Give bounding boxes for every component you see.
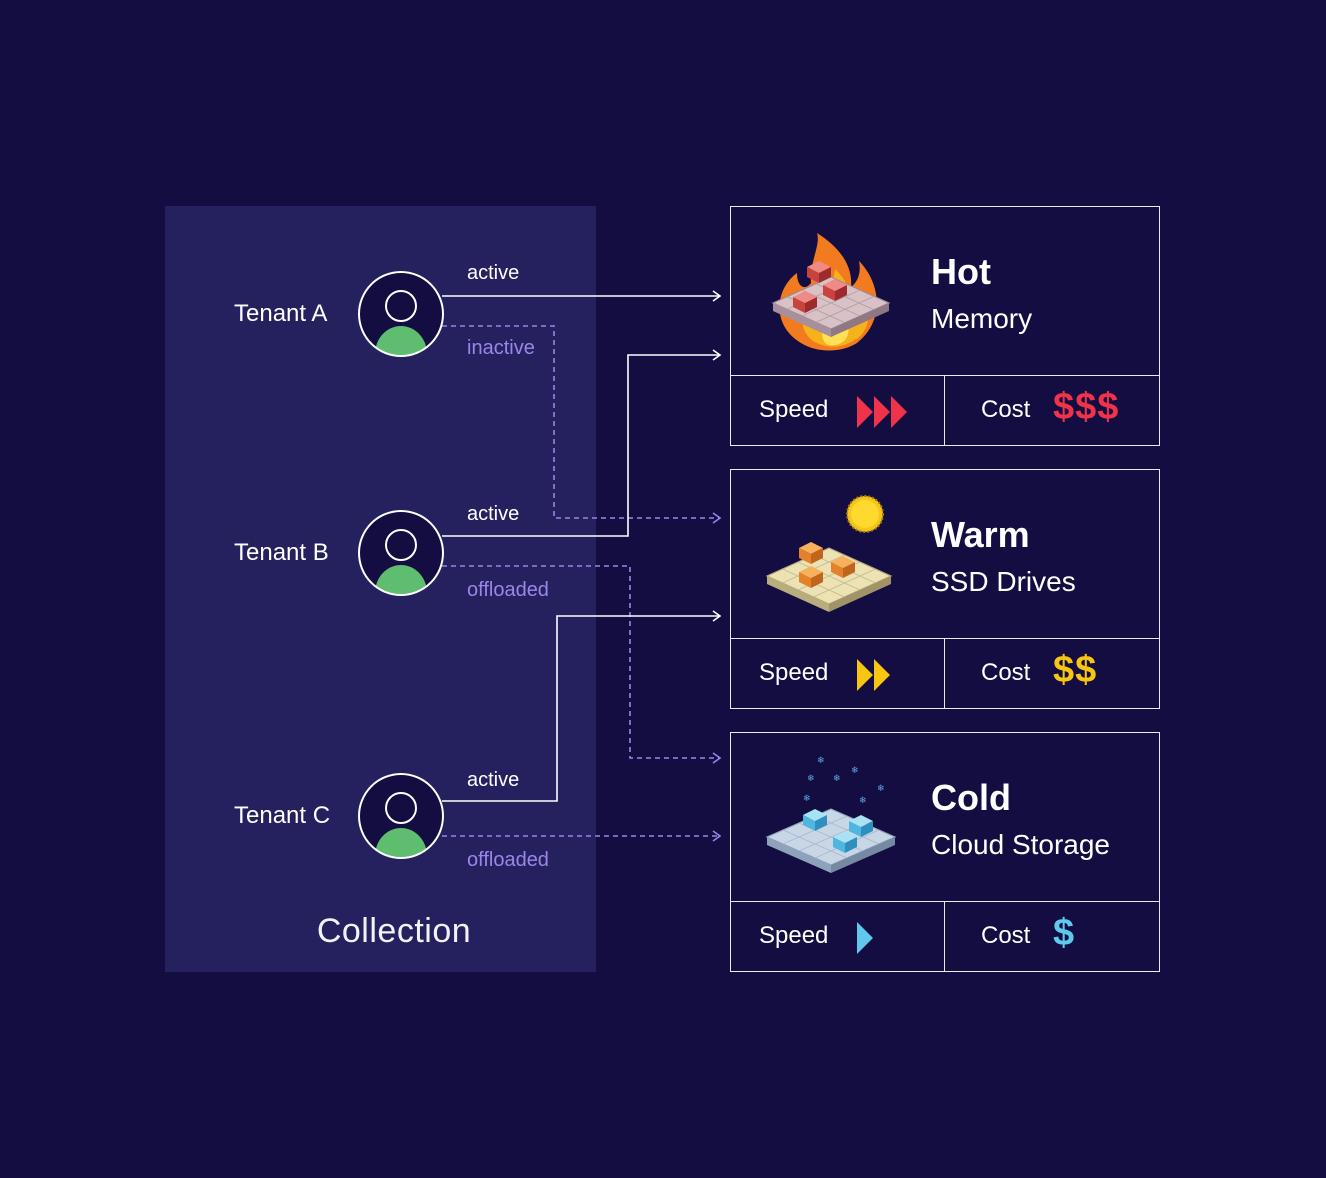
- tier-hot-header: Hot Memory: [731, 207, 1159, 376]
- tier-cold-media: Cloud Storage: [931, 829, 1111, 860]
- tier-warm: Warm SSD Drives Speed Cost $$: [730, 469, 1160, 709]
- tier-cold-speed-label: Speed: [759, 922, 829, 949]
- tenant-c-offloaded-label: offloaded: [467, 849, 549, 871]
- tenant-a-inactive-label: inactive: [467, 337, 535, 359]
- tenant-c-label: Tenant C: [234, 802, 331, 829]
- tier-cold-cost-value: $: [1053, 912, 1076, 954]
- tier-warm-metrics: Speed Cost $$: [731, 639, 1159, 709]
- svg-text:❄: ❄: [877, 784, 885, 794]
- tier-warm-media: SSD Drives: [931, 566, 1076, 597]
- link-tenant-b-offloaded: [442, 565, 722, 764]
- tier-cold-speed-cell: Speed: [731, 902, 945, 972]
- tenant-b-active-label: active: [467, 503, 520, 525]
- tier-cold-header: ❄❄❄ ❄❄❄❄ Cold Cloud Storage: [731, 733, 1159, 902]
- tier-warm-header: Warm SSD Drives: [731, 470, 1159, 639]
- svg-text:❄: ❄: [803, 794, 811, 804]
- tenant-b-offloaded-label: offloaded: [467, 579, 549, 601]
- link-tenant-a-inactive: [442, 325, 722, 524]
- tenant-b-avatar-icon: [358, 510, 444, 596]
- tenant-a-label: Tenant A: [234, 300, 328, 327]
- tier-cold: ❄❄❄ ❄❄❄❄ Cold Cloud Storage: [730, 732, 1160, 972]
- tenant-c-avatar-icon: [358, 773, 444, 859]
- svg-text:❄: ❄: [851, 766, 859, 776]
- tier-hot-cost-cell: Cost $$$: [945, 376, 1159, 446]
- flame-blocks-icon: [771, 233, 891, 351]
- tier-cold-name: Cold: [931, 777, 1011, 818]
- svg-text:❄: ❄: [817, 756, 825, 766]
- tier-hot-metrics: Speed Cost $$$: [731, 376, 1159, 446]
- speed-triple-arrow-icon: [857, 396, 907, 428]
- tier-hot-speed-label: Speed: [759, 396, 829, 423]
- tenant-b-label: Tenant B: [234, 539, 329, 566]
- tier-hot-cost-value: $$$: [1053, 386, 1120, 428]
- tier-hot: Hot Memory Speed Cost $$$: [730, 206, 1160, 446]
- tier-hot-cost-label: Cost: [981, 396, 1031, 423]
- tier-warm-speed-cell: Speed: [731, 639, 945, 709]
- tier-warm-cost-label: Cost: [981, 659, 1031, 686]
- svg-text:❄: ❄: [859, 796, 867, 806]
- tier-hot-name: Hot: [931, 251, 991, 292]
- speed-single-arrow-icon: [857, 922, 873, 954]
- tier-cold-cost-cell: Cost $: [945, 902, 1159, 972]
- tenant-a-active-label: active: [467, 262, 520, 284]
- tier-warm-cost-cell: Cost $$: [945, 639, 1159, 709]
- tenant-c-active-label: active: [467, 769, 520, 791]
- svg-text:❄: ❄: [833, 774, 841, 784]
- tier-cold-metrics: Speed Cost $: [731, 902, 1159, 972]
- tier-hot-media: Memory: [931, 303, 1033, 334]
- link-tenant-c-active: [442, 610, 722, 802]
- tier-warm-name: Warm: [931, 514, 1030, 555]
- link-tenant-b-active: [442, 349, 722, 537]
- collection-label: Collection: [316, 912, 472, 950]
- speed-double-arrow-icon: [857, 659, 890, 691]
- snow-blocks-icon: ❄❄❄ ❄❄❄❄: [765, 756, 897, 873]
- svg-text:❄: ❄: [807, 774, 815, 784]
- sun-blocks-icon: [765, 495, 893, 612]
- tier-hot-speed-cell: Speed: [731, 376, 945, 446]
- tenant-a-avatar-icon: [358, 271, 444, 357]
- tier-warm-cost-value: $$: [1053, 649, 1098, 691]
- tier-warm-speed-label: Speed: [759, 659, 829, 686]
- tier-cold-cost-label: Cost: [981, 922, 1031, 949]
